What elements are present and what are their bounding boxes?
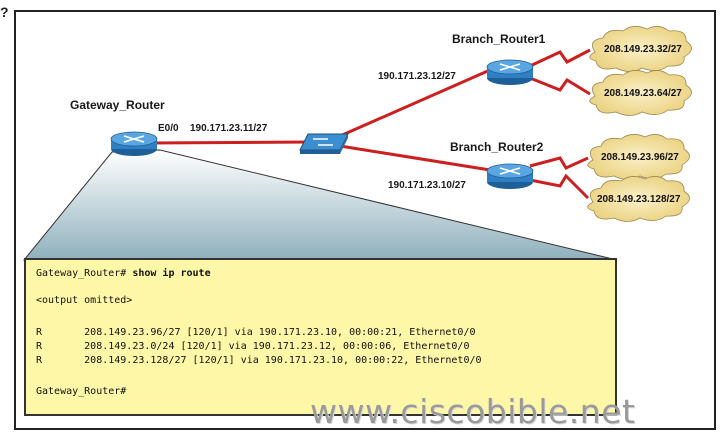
branch-router2-name: Branch_Router2 xyxy=(450,140,544,154)
watermark: www.ciscobible.net xyxy=(310,392,636,431)
route-line: R 208.149.23.96/27 [120/1] via 190.171.2… xyxy=(36,327,476,338)
link-branch1-net2 xyxy=(529,76,591,96)
branch-router1-ip-label: 190.171.23.12/27 xyxy=(378,71,456,82)
link-branch2-net3 xyxy=(529,156,589,170)
branch-router1-name: Branch_Router1 xyxy=(452,32,546,46)
network-label-net3: 208.149.23.96/27 xyxy=(601,152,679,163)
network-label-net1: 208.149.23.32/27 xyxy=(604,44,682,55)
cloud-icon-net3 xyxy=(587,134,690,180)
cloud-icon-net2 xyxy=(589,70,692,116)
gateway-router-name: Gateway_Router xyxy=(70,98,165,112)
link-switch-branch1 xyxy=(339,68,491,138)
routing-table-output: Gateway_Router# show ip route <output om… xyxy=(24,258,617,416)
cloud-icon-net4 xyxy=(587,176,690,222)
gateway-router-icon xyxy=(110,131,158,156)
branch-router2-icon xyxy=(486,163,534,189)
link-gateway-switch xyxy=(149,140,313,145)
gateway-interface-label: E0/0 xyxy=(158,123,179,134)
network-label-net2: 208.149.23.64/27 xyxy=(604,88,682,99)
links xyxy=(149,48,591,200)
terminal-command: show ip route xyxy=(132,268,211,279)
gateway-ip-label: 190.171.23.11/27 xyxy=(190,123,268,134)
branch-router2-ip-label: 190.171.23.10/27 xyxy=(388,180,466,191)
link-branch1-net1 xyxy=(529,48,591,68)
link-branch2-net4 xyxy=(529,173,590,200)
terminal-prompt: Gateway_Router# xyxy=(36,268,133,279)
branch-router1-icon xyxy=(486,59,534,85)
terminal-final-prompt: Gateway_Router# xyxy=(36,386,127,397)
link-switch-branch2 xyxy=(339,144,491,172)
route-line: R 208.149.23.0/24 [120/1] via 190.171.23… xyxy=(36,341,470,352)
terminal-command-line: Gateway_Router# show ip route xyxy=(36,268,211,279)
question-mark: ? xyxy=(0,4,9,20)
switch-icon xyxy=(299,133,349,154)
cloud-icon-net1 xyxy=(589,26,692,72)
network-label-net4: 208.149.23.128/27 xyxy=(597,194,681,205)
route-line: R 208.149.23.128/27 [120/1] via 190.171.… xyxy=(36,355,482,366)
terminal-omitted: <output omitted> xyxy=(36,295,133,306)
